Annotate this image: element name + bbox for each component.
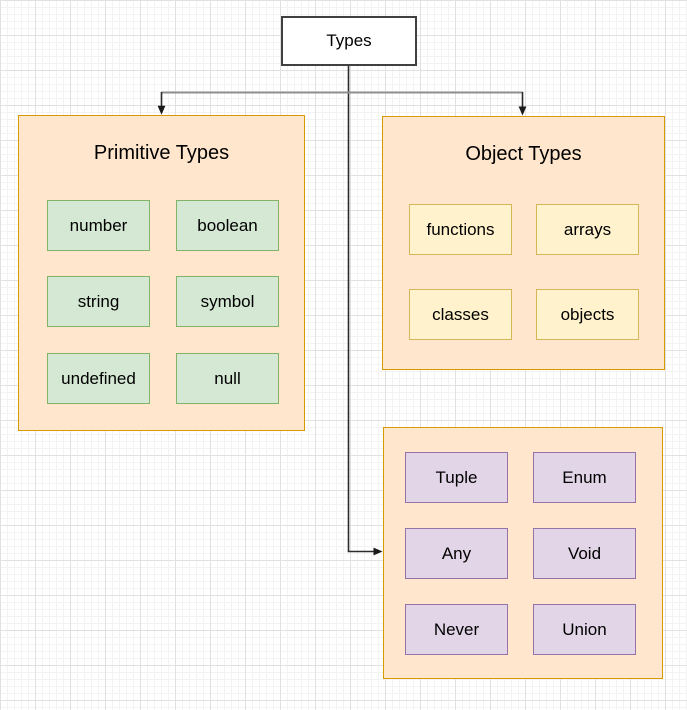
node-objects[interactable]: objects — [536, 289, 639, 340]
node-string[interactable]: string — [47, 276, 150, 327]
node-number[interactable]: number — [47, 200, 150, 251]
group-primitive-types[interactable]: Primitive Types number boolean string sy… — [18, 115, 305, 431]
edge-types-to-special-group — [347, 66, 374, 553]
node-tuple[interactable]: Tuple — [405, 452, 508, 503]
arrowhead-object — [518, 106, 527, 116]
group-object-title: Object Types — [465, 143, 582, 165]
node-arrays[interactable]: arrays — [536, 204, 639, 255]
node-union[interactable]: Union — [533, 604, 636, 655]
group-special-types[interactable]: Tuple Enum Any Void Never Union — [383, 427, 663, 679]
group-primitive-title: Primitive Types — [93, 142, 230, 164]
node-never[interactable]: Never — [405, 604, 508, 655]
node-classes[interactable]: classes — [409, 289, 512, 340]
node-undefined[interactable]: undefined — [47, 353, 150, 404]
group-object-types[interactable]: Object Types functions arrays classes ob… — [382, 116, 665, 370]
node-void[interactable]: Void — [533, 528, 636, 579]
node-types-label: Types — [326, 31, 372, 50]
node-enum[interactable]: Enum — [533, 452, 636, 503]
node-any[interactable]: Any — [405, 528, 508, 579]
node-functions[interactable]: functions — [409, 204, 512, 255]
node-null[interactable]: null — [176, 353, 279, 404]
node-symbol[interactable]: symbol — [176, 276, 279, 327]
arrowhead-special-group — [373, 547, 383, 556]
node-boolean[interactable]: boolean — [176, 200, 279, 251]
arrowhead-primitive — [157, 105, 166, 115]
node-types[interactable]: Types — [281, 16, 417, 66]
